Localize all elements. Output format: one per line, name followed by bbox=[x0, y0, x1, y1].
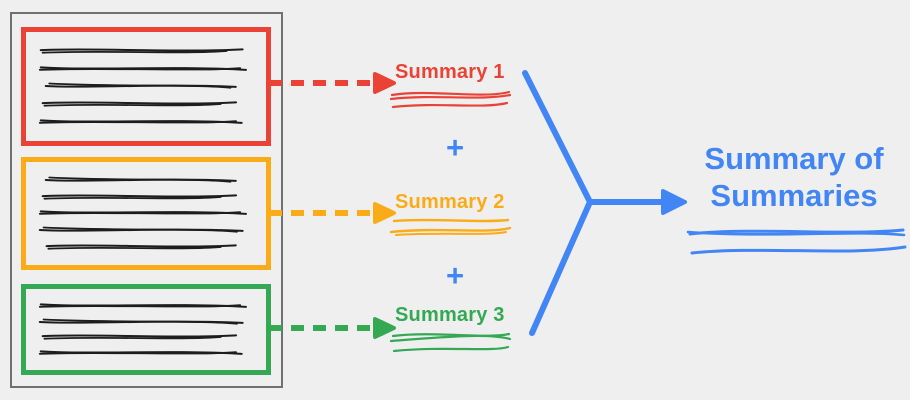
summary-3-scribble bbox=[389, 332, 512, 353]
text-scribble-line bbox=[38, 303, 247, 308]
text-scribble-line bbox=[39, 48, 244, 54]
arrow-head-icon bbox=[373, 317, 396, 339]
text-scribble-line bbox=[38, 119, 243, 124]
dashed-arrow-red bbox=[269, 72, 396, 94]
text-scribble-line bbox=[38, 210, 247, 216]
text-scribble-line bbox=[38, 65, 247, 71]
summary-of-summaries-title: Summary of Summaries bbox=[704, 141, 884, 213]
arrow-head-icon bbox=[373, 72, 396, 94]
merge-arrow bbox=[522, 70, 687, 336]
text-scribble-line bbox=[45, 176, 238, 183]
text-scribble-line bbox=[45, 83, 238, 90]
summary-2-label: Summary 2 bbox=[395, 191, 505, 213]
source-section-1 bbox=[21, 27, 271, 146]
dashed-arrow-orange bbox=[269, 202, 396, 224]
text-scribble-line bbox=[38, 318, 244, 325]
text-scribble-line bbox=[38, 226, 244, 233]
plus-icon: + bbox=[445, 258, 465, 293]
summary-3-label: Summary 3 bbox=[395, 304, 505, 326]
summary-1-scribble bbox=[389, 90, 512, 109]
text-scribble-line bbox=[41, 334, 238, 340]
source-section-3 bbox=[21, 284, 271, 375]
dashed-arrow-green bbox=[269, 317, 396, 339]
plus-icon: + bbox=[445, 130, 465, 165]
text-scribble-line bbox=[41, 193, 238, 200]
source-section-2 bbox=[21, 157, 271, 270]
result-scribble bbox=[686, 228, 907, 255]
text-scribble-line bbox=[41, 101, 238, 107]
source-document bbox=[10, 12, 283, 388]
summary-2-scribble bbox=[389, 218, 512, 236]
arrow-head-icon bbox=[661, 189, 687, 215]
summary-1-label: Summary 1 bbox=[395, 61, 505, 83]
text-scribble-line bbox=[38, 350, 243, 356]
arrow-head-icon bbox=[373, 202, 396, 224]
text-scribble-line bbox=[46, 244, 238, 250]
